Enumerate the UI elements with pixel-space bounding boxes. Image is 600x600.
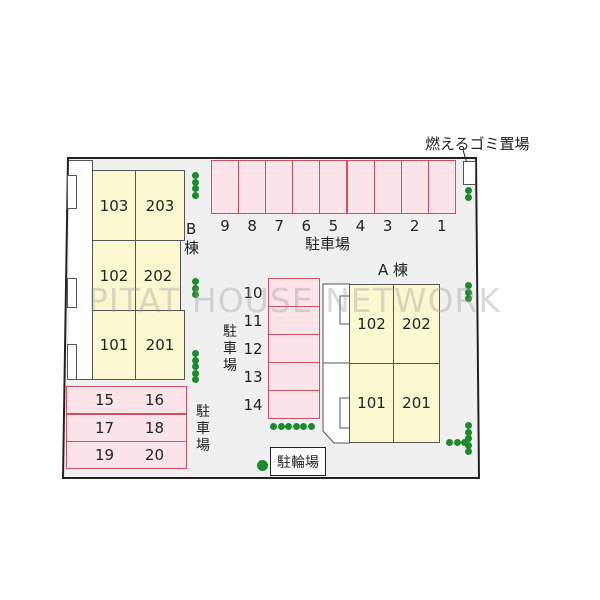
tree-icon xyxy=(192,172,199,179)
parking-number: 5 xyxy=(328,217,339,235)
tree-icon xyxy=(465,295,472,302)
building-b-kanji: 棟 xyxy=(184,239,200,257)
tree-icon xyxy=(453,439,461,446)
bike-parking: 駐輪場 xyxy=(270,447,326,476)
tree-icon xyxy=(465,282,472,289)
parking-number: 8 xyxy=(247,217,257,235)
tree-icon xyxy=(257,460,268,471)
parking-number: 11 xyxy=(243,312,263,330)
parking-number: 9 xyxy=(220,217,230,235)
unit-a-102: 102 xyxy=(349,284,394,364)
tree-icon xyxy=(465,288,472,296)
tree-icon xyxy=(192,191,199,199)
parking-top-label: 駐車場 xyxy=(305,235,351,253)
tree-icon xyxy=(192,291,199,298)
unit-201: 201 xyxy=(135,310,185,380)
parking-space xyxy=(292,160,321,214)
tree-icon xyxy=(465,422,472,429)
garbage-label: 燃えるゴミ置場 xyxy=(425,135,530,153)
parking-space xyxy=(346,160,375,214)
parking-space xyxy=(265,160,294,214)
tree-icon xyxy=(192,363,199,370)
tree-icon xyxy=(465,448,472,455)
unit-203: 203 xyxy=(135,170,185,241)
tree-icon xyxy=(465,441,472,449)
unit-202: 202 xyxy=(135,240,181,311)
tree-icon xyxy=(270,423,277,430)
parking-space xyxy=(400,160,429,214)
tree-icon xyxy=(192,356,199,364)
parking-number: 3 xyxy=(382,217,393,235)
parking-space xyxy=(268,390,320,419)
parking-number: 1 xyxy=(437,217,447,235)
parking-space xyxy=(268,362,320,391)
parking-number: 14 xyxy=(243,396,263,414)
tree-icon xyxy=(192,350,199,357)
tree-icon xyxy=(300,423,307,430)
tree-icon xyxy=(307,423,315,430)
building-b-stair xyxy=(67,175,77,209)
tree-icon xyxy=(192,278,199,285)
tree-icon xyxy=(465,193,472,201)
tree-icon xyxy=(465,435,472,442)
tree-icon xyxy=(292,423,300,430)
unit-a-201: 201 xyxy=(393,363,440,443)
parking-number: 12 xyxy=(243,340,263,358)
parking-number: 4 xyxy=(355,217,366,235)
unit-101: 101 xyxy=(92,310,136,380)
tree-icon xyxy=(446,439,453,446)
tree-icon xyxy=(285,423,292,430)
parking-number: 10 xyxy=(243,284,263,302)
parking-space xyxy=(238,160,267,214)
parking-left-label: 駐車場 xyxy=(196,404,210,454)
parking-space xyxy=(319,160,348,214)
unit-a-101: 101 xyxy=(349,363,394,443)
tree-icon xyxy=(465,187,472,194)
tree-icon xyxy=(192,185,199,192)
tree-icon xyxy=(192,376,199,383)
building-b-letter: B xyxy=(186,220,197,238)
parking-number: 18 xyxy=(144,418,164,437)
parking-number: 13 xyxy=(243,368,263,386)
tree-icon xyxy=(277,423,285,430)
building-a-label: A 棟 xyxy=(378,261,409,279)
tree-icon xyxy=(192,284,199,292)
parking-number: 7 xyxy=(274,217,284,235)
parking-number: 19 xyxy=(95,446,115,464)
parking-middle-label: 駐車場 xyxy=(223,324,237,374)
building-b-stair xyxy=(67,344,77,380)
parking-space xyxy=(268,334,320,363)
tree-icon xyxy=(461,439,468,446)
garbage-area xyxy=(463,161,476,185)
parking-space xyxy=(373,160,402,214)
parking-number: 20 xyxy=(144,446,164,464)
building-b-stair xyxy=(67,278,77,308)
parking-number: 6 xyxy=(301,217,312,235)
tree-icon xyxy=(465,428,472,436)
unit-103: 103 xyxy=(92,170,136,241)
parking-number: 15 xyxy=(95,391,115,409)
tree-icon xyxy=(192,369,199,377)
parking-space xyxy=(268,278,320,307)
tree-icon xyxy=(192,178,199,186)
parking-number: 16 xyxy=(144,391,164,409)
watermark: PITAT HOUSE NETWORK xyxy=(88,281,501,320)
parking-space xyxy=(211,160,239,214)
parking-number: 2 xyxy=(409,217,420,235)
building-a-corridor xyxy=(322,283,351,444)
parking-number: 17 xyxy=(95,418,115,437)
parking-space xyxy=(427,160,456,214)
